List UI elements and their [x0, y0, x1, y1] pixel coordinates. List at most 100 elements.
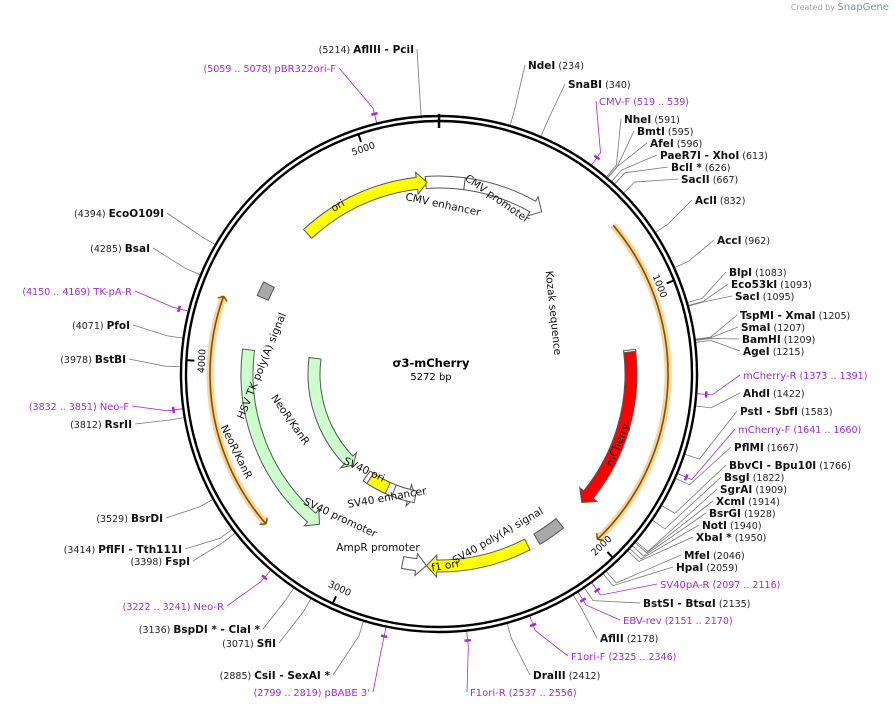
feature-sv40-enhancer[interactable] — [391, 484, 418, 504]
leader-lines — [128, 48, 741, 693]
site-name: PflFI - Tth111I — [98, 544, 182, 556]
site-position: (1766) — [816, 461, 851, 472]
restriction-site[interactable]: AflII (2178) — [600, 633, 658, 645]
restriction-site[interactable]: XcmI (1914) — [716, 496, 780, 508]
restriction-site[interactable]: (3978) BstBI — [60, 354, 126, 366]
feature-label: ori — [329, 197, 347, 214]
site-name: PstI - SbfI — [740, 406, 798, 418]
primer-arc — [209, 372, 267, 525]
restriction-site[interactable]: (4285) BsaI — [90, 243, 150, 255]
plasmid-center-label: σ3-mCherry 5272 bp — [393, 356, 470, 383]
restriction-site[interactable]: SacI (1095) — [735, 291, 794, 303]
feature-cmv-enhancer[interactable] — [424, 175, 466, 191]
primer-name: EBV-rev — [623, 616, 662, 627]
leader-line — [687, 271, 727, 303]
restriction-site[interactable]: BlpI (1083) — [729, 267, 787, 279]
primer-label[interactable]: (3832 .. 3851) Neo-F — [29, 402, 129, 413]
restriction-site[interactable]: (2885) CsiI - SexAI * — [220, 670, 331, 682]
primer-label[interactable]: (4150 .. 4169) TK-pA-R — [22, 287, 132, 298]
restriction-site[interactable]: BbvCI - Bpu10I (1766) — [729, 460, 851, 472]
restriction-site[interactable]: PstI - SbfI (1583) — [740, 406, 833, 418]
restriction-site[interactable]: (4071) PfoI — [72, 320, 130, 332]
site-position: (4071) — [72, 321, 107, 332]
restriction-site[interactable]: SnaBI (340) — [568, 79, 631, 91]
leader-line — [577, 592, 621, 621]
site-name: NheI — [624, 114, 651, 126]
restriction-site[interactable]: SgrAI (1909) — [720, 484, 787, 496]
restriction-site[interactable]: PflMI (1667) — [734, 442, 798, 454]
restriction-site[interactable]: MfeI (2046) — [684, 550, 745, 562]
restriction-site[interactable]: (3529) BsrDI — [96, 513, 163, 525]
restriction-site[interactable]: NdeI (234) — [528, 60, 584, 72]
primer-label[interactable]: mCherry-F (1641 .. 1660) — [738, 425, 861, 436]
restriction-site[interactable]: BsrGI (1928) — [709, 508, 776, 520]
primer-binding-mark — [579, 597, 587, 603]
leader-line — [338, 67, 377, 123]
restriction-site[interactable]: (3398) FspI — [131, 556, 190, 568]
leader-line — [132, 324, 183, 339]
primer-label[interactable]: F1ori-F (2325 .. 2346) — [571, 652, 676, 663]
restriction-site[interactable]: TspMI - XmaI (1205) — [740, 310, 850, 322]
restriction-site[interactable]: (3136) BspDI * - ClaI * — [139, 624, 261, 636]
restriction-site[interactable]: AhdI (1422) — [743, 388, 805, 400]
site-name: BstSI - BtsαI — [643, 598, 716, 610]
feature-sv40-poly-a-signal[interactable] — [533, 517, 565, 546]
leader-line — [192, 532, 236, 562]
feature-sv40-ori[interactable] — [366, 472, 391, 495]
restriction-site[interactable]: SacII (667) — [681, 174, 738, 186]
primer-label[interactable]: CMV-F (519 .. 539) — [599, 97, 689, 108]
feature-f1-ori[interactable] — [425, 538, 531, 579]
feature-hsv-tk-poly-a-signal[interactable] — [256, 281, 276, 301]
primer-binding-mark — [683, 473, 689, 481]
restriction-site[interactable]: AgeI (1215) — [743, 346, 804, 358]
primer-label[interactable]: F1ori-R (2537 .. 2556) — [470, 688, 577, 699]
leader-line — [226, 570, 271, 607]
feature-neor-kanr[interactable] — [240, 348, 320, 527]
primer-label[interactable]: (2799 .. 2819) pBABE 3' — [254, 688, 370, 699]
restriction-site[interactable]: BsgI (1822) — [724, 472, 784, 484]
primer-label[interactable]: SV40pA-R (2097 .. 2116) — [660, 580, 780, 591]
primer-label[interactable]: mCherry-R (1373 .. 1391) — [743, 371, 867, 382]
restriction-site[interactable]: BclI * (626) — [671, 162, 730, 174]
primer-label[interactable]: (5059 .. 5078) pBR322ori-F — [204, 64, 337, 75]
feature-cmv-promoter[interactable] — [463, 177, 543, 217]
restriction-site[interactable]: NheI (591) — [624, 114, 680, 126]
restriction-site[interactable]: AccI (962) — [717, 235, 770, 247]
leader-line — [629, 524, 700, 560]
leader-line — [128, 358, 181, 367]
restriction-site[interactable]: BstSI - BtsαI (2135) — [643, 598, 750, 610]
restriction-site[interactable]: (4394) EcoO109I — [74, 208, 164, 220]
restriction-site[interactable]: Eco53kI (1093) — [731, 279, 812, 291]
restriction-site[interactable]: HpaI (2059) — [676, 562, 738, 574]
restriction-site[interactable]: AfeI (596) — [650, 138, 702, 150]
restriction-site[interactable]: BmtI (595) — [637, 126, 693, 138]
restriction-site[interactable]: XbaI * (1950) — [696, 532, 766, 544]
primer-binding-mark — [529, 622, 537, 628]
restriction-site[interactable]: (3812) RsrII — [70, 419, 132, 431]
restriction-site[interactable]: AclI (832) — [695, 195, 745, 207]
restriction-site[interactable]: (5214) AflIII - PciI — [319, 44, 414, 56]
feature-mcherry[interactable] — [579, 350, 638, 503]
leader-line — [607, 142, 648, 178]
restriction-site[interactable]: DraIII (2412) — [533, 670, 600, 682]
restriction-site[interactable]: NotI (1940) — [702, 520, 762, 532]
site-name: BamHI — [742, 334, 781, 346]
site-position: (1215) — [770, 347, 805, 358]
site-position: (1205) — [816, 311, 851, 322]
primer-binding-mark — [171, 406, 176, 414]
site-name: NotI — [702, 520, 727, 532]
feature-neor-kanr[interactable] — [307, 356, 358, 469]
feature-ori[interactable] — [302, 171, 428, 240]
primer-label[interactable]: (3222 .. 3241) Neo-R — [123, 602, 224, 613]
site-name: CsiI - SexAI * — [254, 670, 330, 682]
site-position: (2885) — [220, 671, 255, 682]
restriction-site[interactable]: (3414) PflFI - Tth111I — [64, 544, 182, 556]
restriction-site[interactable]: SmaI (1207) — [741, 322, 805, 334]
restriction-site[interactable]: BamHI (1209) — [742, 334, 815, 346]
leader-line — [416, 48, 422, 116]
restriction-site[interactable]: (3071) SfiI — [222, 638, 276, 650]
primer-label[interactable]: EBV-rev (2151 .. 2170) — [623, 616, 733, 627]
restriction-site[interactable]: PaeR7I - XhoI (613) — [660, 150, 768, 162]
feature-ampr-promoter[interactable] — [400, 552, 428, 577]
